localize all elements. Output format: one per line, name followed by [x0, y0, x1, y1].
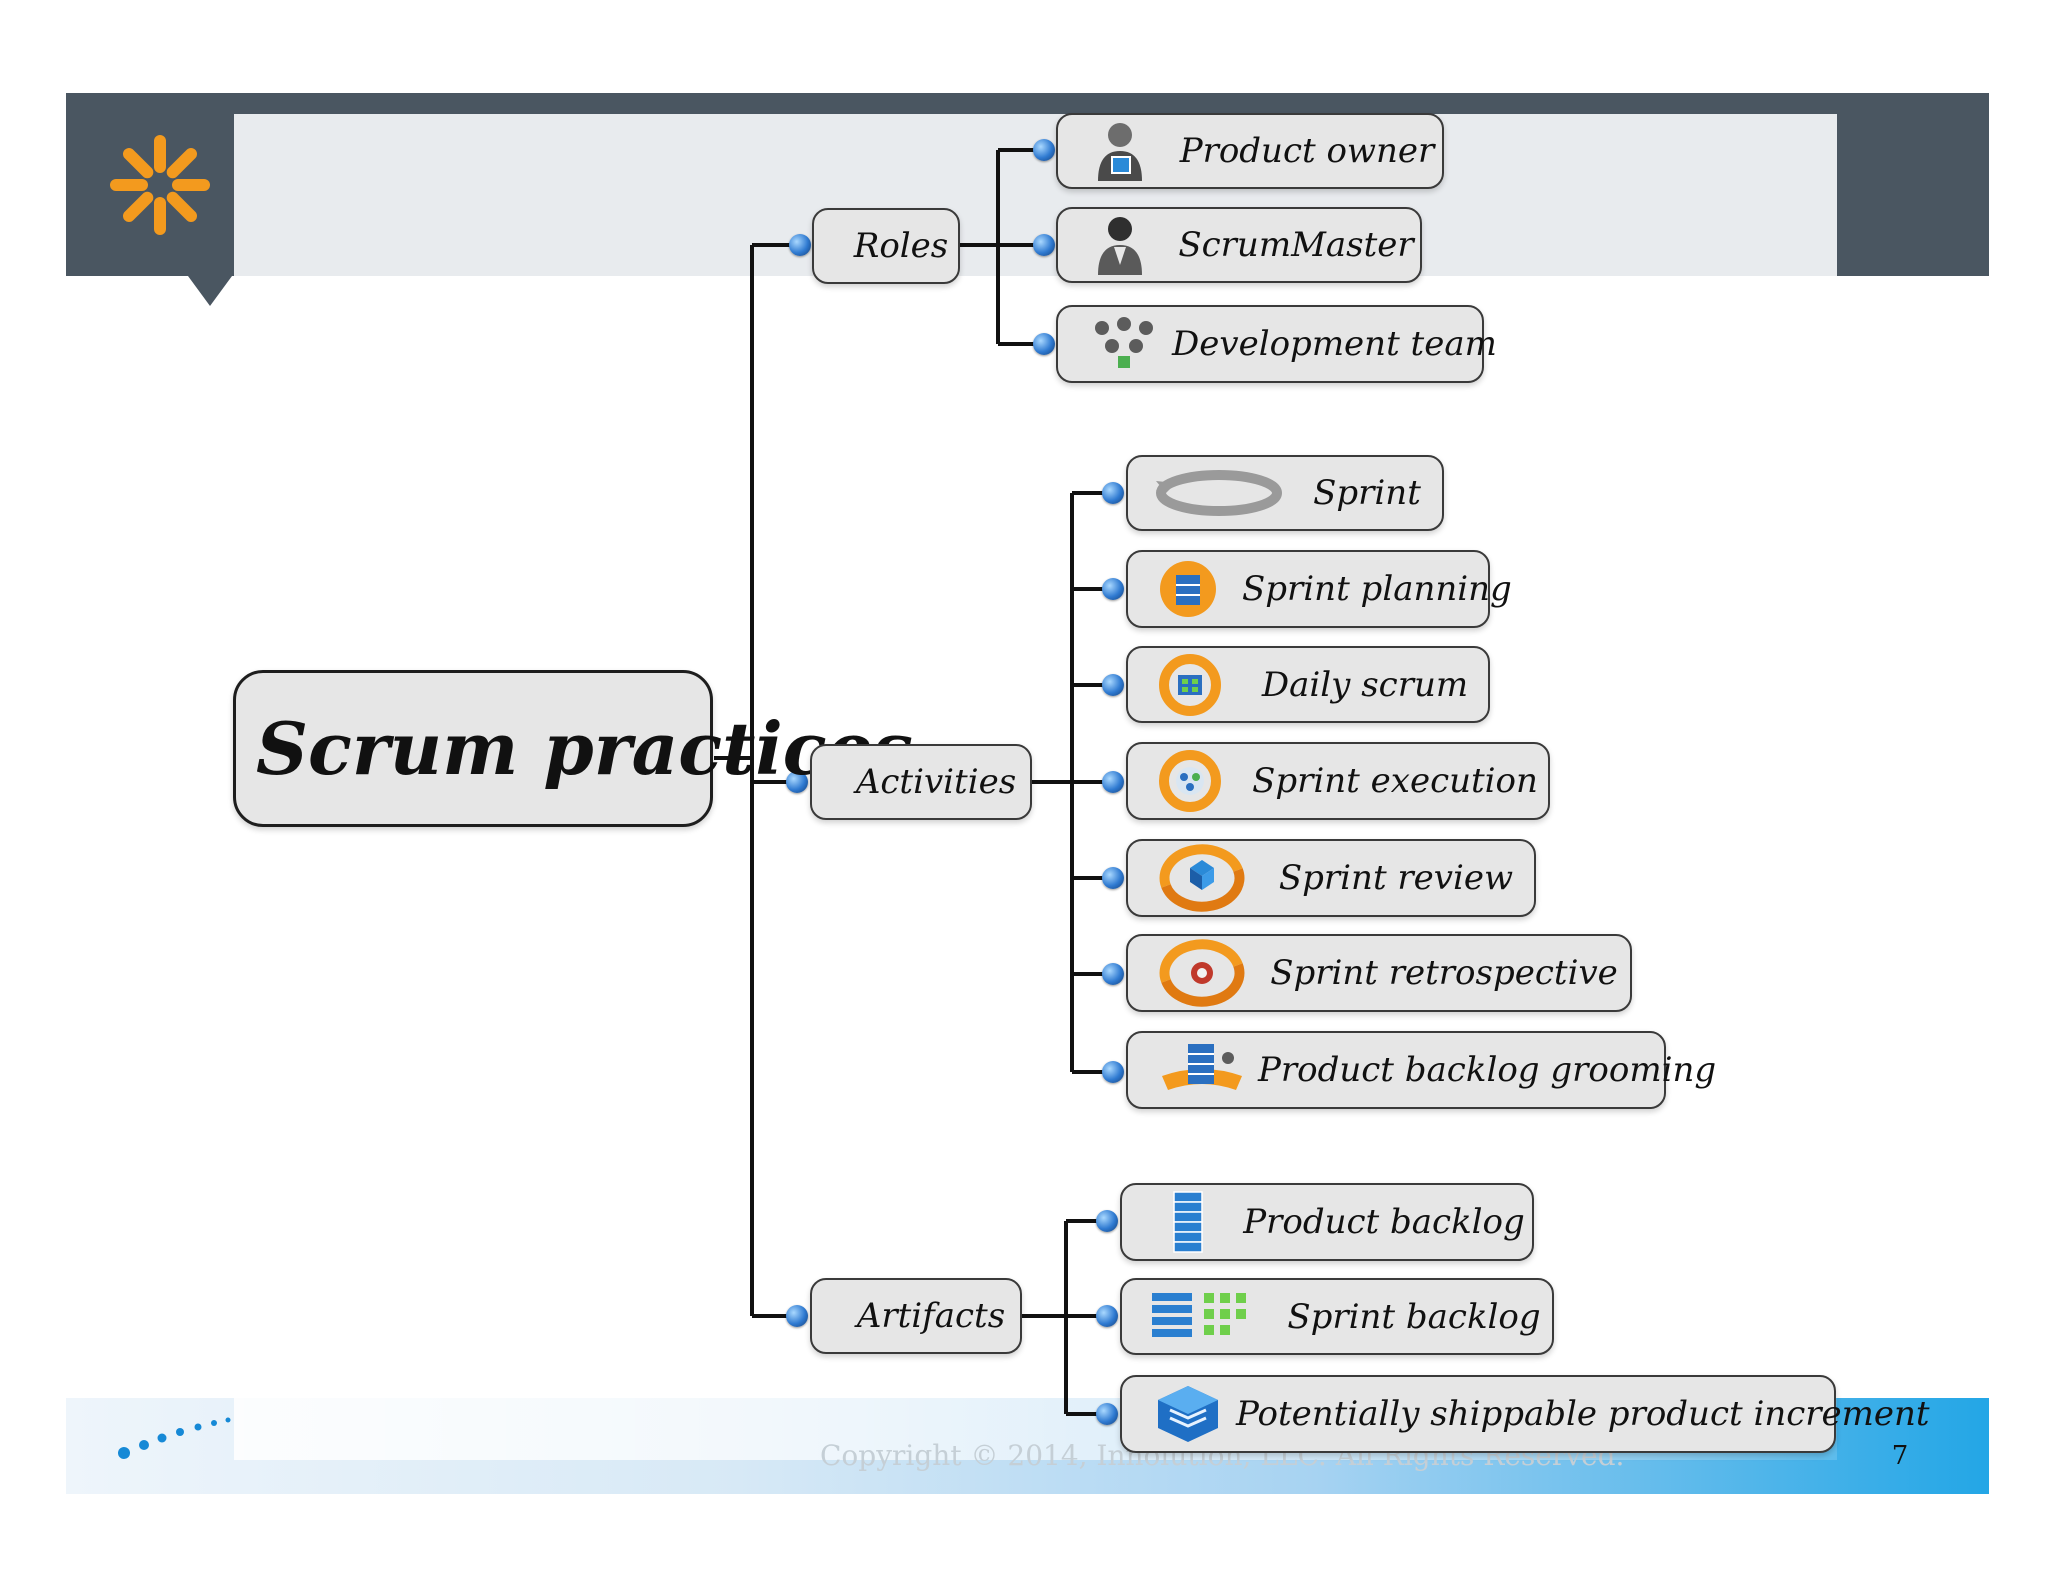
connector-dot	[786, 771, 808, 793]
item-label: Sprint backlog	[1287, 1296, 1541, 1337]
page-number: 7	[1891, 1441, 1909, 1471]
item-label: Sprint retrospective	[1270, 953, 1618, 993]
connector-dot	[1102, 963, 1124, 985]
item-scrummaster: ScrumMaster	[1056, 207, 1422, 283]
category-label: Artifacts	[856, 1296, 1006, 1336]
item-sprint-review: Sprint review	[1126, 839, 1536, 917]
item-sprint-execution: Sprint execution	[1126, 742, 1550, 820]
category-label: Activities	[855, 762, 1017, 802]
item-sprint-backlog: Sprint backlog	[1120, 1278, 1554, 1355]
sprint-backlog-icon	[1148, 1285, 1268, 1349]
connector-dot	[1033, 333, 1055, 355]
item-sprint-retrospective: Sprint retrospective	[1126, 934, 1632, 1012]
category-activities: Activities	[810, 744, 1032, 820]
item-label: Product backlog grooming	[1258, 1050, 1717, 1090]
item-sprint-planning: Sprint planning	[1126, 550, 1512, 628]
connector-dot	[1033, 234, 1055, 256]
connector-dot	[1102, 867, 1124, 889]
connector-dot	[1102, 674, 1124, 696]
item-product-backlog: Product backlog	[1120, 1183, 1534, 1261]
product-increment-icon	[1148, 1382, 1228, 1446]
item-sprint: Sprint	[1126, 455, 1444, 531]
item-label: Sprint execution	[1252, 761, 1538, 801]
development-team-icon	[1084, 312, 1164, 376]
connector-dot	[1096, 1305, 1118, 1327]
product-owner-icon	[1084, 119, 1164, 183]
item-label: Sprint review	[1278, 858, 1514, 898]
item-label: Potentially shippable product increment	[1236, 1394, 1930, 1434]
item-label: Product owner	[1179, 131, 1435, 171]
backlog-grooming-icon	[1154, 1038, 1250, 1102]
item-daily-scrum: Daily scrum	[1126, 646, 1490, 723]
sprint-retrospective-icon	[1154, 939, 1250, 1007]
connector-dot	[1102, 771, 1124, 793]
connector-dot	[786, 1305, 808, 1327]
connector-dot	[789, 234, 811, 256]
footer-dots-decoration	[118, 1417, 231, 1459]
category-roles: Roles	[812, 208, 960, 284]
daily-scrum-icon	[1154, 653, 1234, 717]
item-label: Sprint	[1313, 473, 1421, 513]
item-potentially-shippable-product-increment: Potentially shippable product increment	[1120, 1375, 1930, 1453]
item-label: Development team	[1172, 324, 1497, 364]
sprint-cycle-icon	[1154, 461, 1284, 525]
item-product-owner: Product owner	[1056, 113, 1444, 189]
product-backlog-icon	[1148, 1190, 1228, 1254]
item-label: Daily scrum	[1261, 664, 1469, 705]
root-label: Scrum practices	[256, 706, 913, 791]
item-label: Sprint planning	[1242, 569, 1512, 609]
item-label: ScrumMaster	[1178, 225, 1414, 265]
header-pointer	[188, 276, 232, 306]
item-development-team: Development team	[1056, 305, 1497, 383]
item-label: Product backlog	[1243, 1202, 1525, 1242]
category-label: Roles	[853, 226, 949, 266]
item-product-backlog-grooming: Product backlog grooming	[1126, 1031, 1716, 1109]
connector-dot	[1033, 139, 1055, 161]
sprint-planning-icon	[1154, 557, 1234, 621]
connector-dot	[1096, 1403, 1118, 1425]
scrummaster-icon	[1084, 213, 1164, 277]
connector-dot	[1102, 1061, 1124, 1083]
sprint-execution-icon	[1154, 749, 1234, 813]
connector-dot	[1102, 482, 1124, 504]
connector-dot	[1102, 578, 1124, 600]
root-node: Scrum practices	[233, 670, 913, 827]
logo-icon	[110, 135, 210, 235]
category-artifacts: Artifacts	[810, 1278, 1022, 1354]
connector-dot	[1096, 1210, 1118, 1232]
sprint-review-icon	[1154, 844, 1250, 912]
